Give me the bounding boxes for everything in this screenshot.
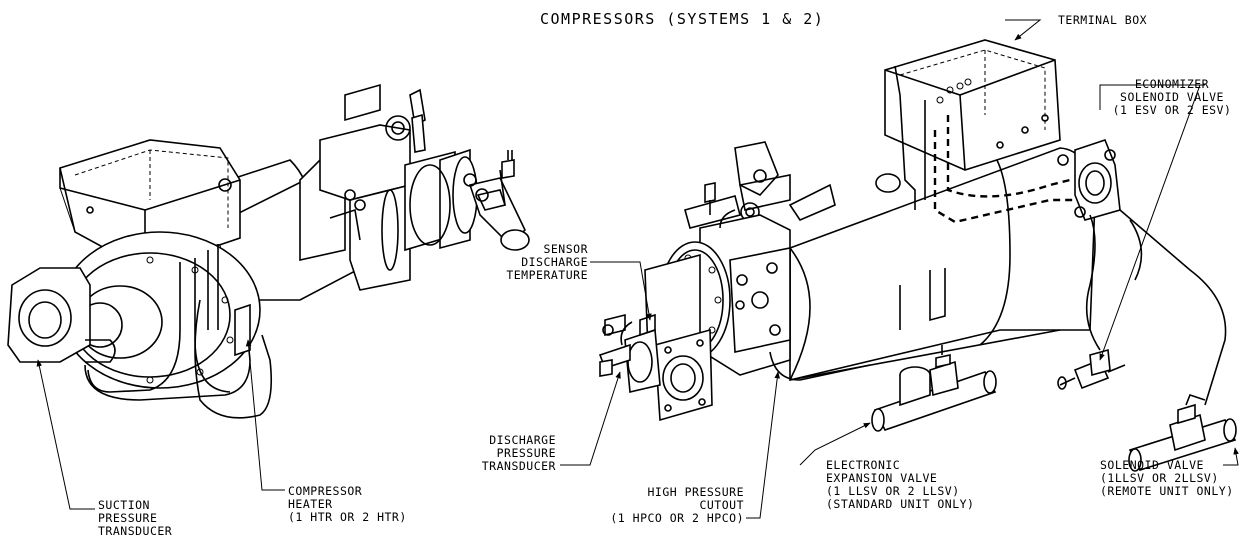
label-high-pressure-cutout: HIGH PRESSURE CUTOUT (1 HPCO OR 2 HPCO) [610,485,744,525]
solenoid-valve-drawing [1128,394,1237,472]
label-discharge-pressure-transducer: DISCHARGE PRESSURE TRANSDUCER [481,433,556,473]
diagram-title: COMPRESSORS (SYSTEMS 1 & 2) [540,10,825,28]
label-economizer: ECONOMIZER SOLENOID VALVE (1 ESV OR 2 ES… [1112,77,1232,117]
label-compressor-heater: COMPRESSOR HEATER (1 HTR OR 2 HTR) [288,484,407,524]
label-sensor-discharge-temperature: SENSOR DISCHARGE TEMPERATURE [506,242,588,282]
right-terminal-box [884,39,1075,224]
label-solenoid-valve: SOLENOID VALVE (1LLSV OR 2LLSV) (REMOTE … [1100,458,1234,498]
label-electronic-expansion-valve: ELECTRONIC EXPANSION VALVE (1 LLSV OR 2 … [826,458,975,511]
label-terminal-box: TERMINAL BOX [1058,13,1148,27]
right-compressor [598,139,1227,422]
economizer-valve-drawing [1057,348,1126,390]
leader-lines [36,19,1239,519]
label-suction-pressure-transducer: SUCTION PRESSURE TRANSDUCER [98,498,173,538]
expansion-valve-drawing [871,345,997,432]
left-compressor [7,83,530,419]
